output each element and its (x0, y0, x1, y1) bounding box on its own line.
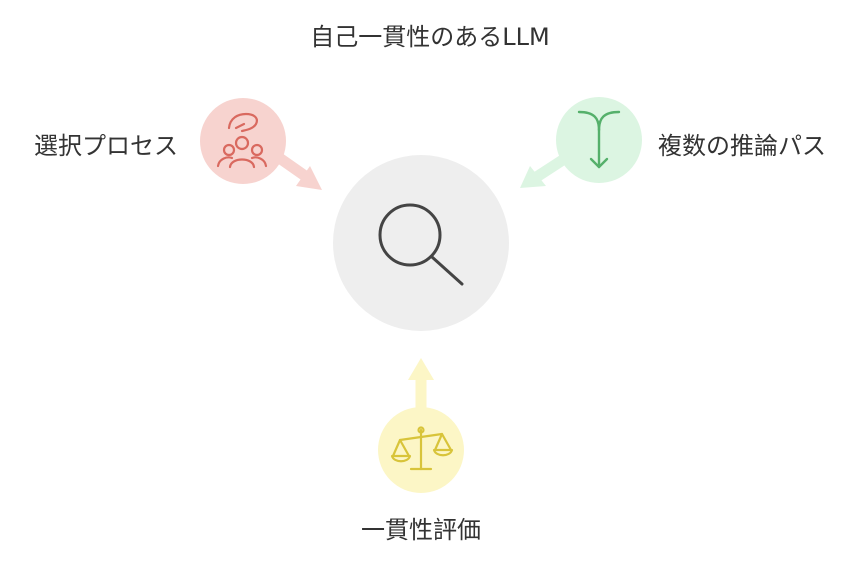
balance-scale-icon (390, 426, 454, 471)
multiple-reasoning-paths-label: 複数の推論パス (658, 132, 826, 160)
selection-node (200, 98, 286, 184)
selection-process-label: 選択プロセス (34, 132, 178, 160)
people-hand-icon (216, 112, 268, 169)
evaluation-arrow (408, 358, 434, 416)
magnifier-icon (378, 203, 464, 286)
consistency-evaluation-label: 一貫性評価 (361, 516, 481, 544)
center-node (333, 155, 509, 331)
diagram-title: 自己一貫性のあるLLM (310, 23, 550, 51)
merge-arrows-icon (577, 110, 621, 169)
